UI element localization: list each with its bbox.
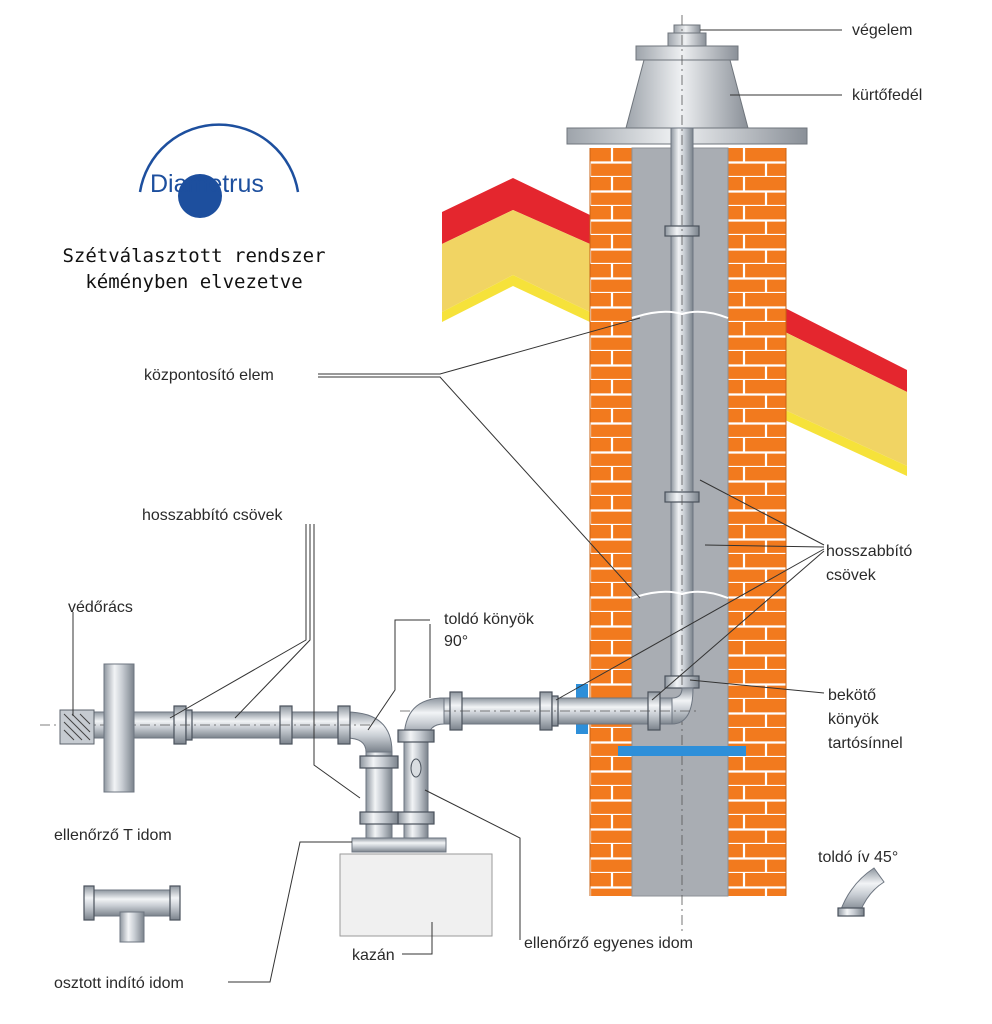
connection-pipe bbox=[400, 687, 700, 731]
bend-45-icon bbox=[837, 867, 885, 917]
title-line-1: Szétválasztott rendszer bbox=[62, 245, 325, 267]
logo-text: Diametrus bbox=[150, 170, 264, 198]
chimney-cap bbox=[566, 24, 808, 145]
label-bekoto-1: bekötő bbox=[828, 687, 876, 704]
left-extension-pipes bbox=[40, 705, 370, 745]
label-hosszabbito-right-1: hosszabbító bbox=[826, 543, 912, 560]
elbow-90-inner bbox=[397, 697, 445, 841]
label-osztott: osztott indító idom bbox=[54, 975, 184, 992]
label-hosszabbito-left: hosszabbító csövek bbox=[142, 507, 284, 524]
roof-left bbox=[442, 178, 590, 322]
label-vedoracs: védőrács bbox=[68, 599, 133, 616]
label-bekoto-2: könyök bbox=[828, 711, 880, 728]
label-ellenorzo-t: ellenőrző T idom bbox=[54, 827, 172, 844]
label-toldo-konyok-angle: 90° bbox=[444, 633, 468, 650]
label-vegelem: végelem bbox=[852, 22, 912, 39]
wall-terminal bbox=[59, 663, 135, 793]
label-ellenorzo-egyenes: ellenőrző egyenes idom bbox=[524, 935, 693, 952]
elbow-90-outer bbox=[345, 711, 399, 841]
label-kurtofedel: kürtőfedél bbox=[852, 87, 922, 104]
leader-lines bbox=[72, 29, 842, 983]
t-fitting-icon bbox=[83, 885, 181, 943]
title-line-2: kéményben elvezetve bbox=[85, 271, 302, 293]
diametrus-logo: Diametrus bbox=[138, 123, 300, 218]
label-kozpontosito: központosító elem bbox=[144, 367, 274, 384]
label-hosszabbito-right-2: csövek bbox=[826, 567, 877, 584]
roof-right bbox=[785, 308, 907, 476]
label-kazan: kazán bbox=[352, 947, 395, 964]
boiler bbox=[339, 837, 493, 937]
label-toldo-konyok: toldó könyök bbox=[444, 611, 535, 628]
label-toldo-iv: toldó ív 45° bbox=[818, 849, 898, 866]
label-bekoto-3: tartósínnel bbox=[828, 735, 903, 752]
